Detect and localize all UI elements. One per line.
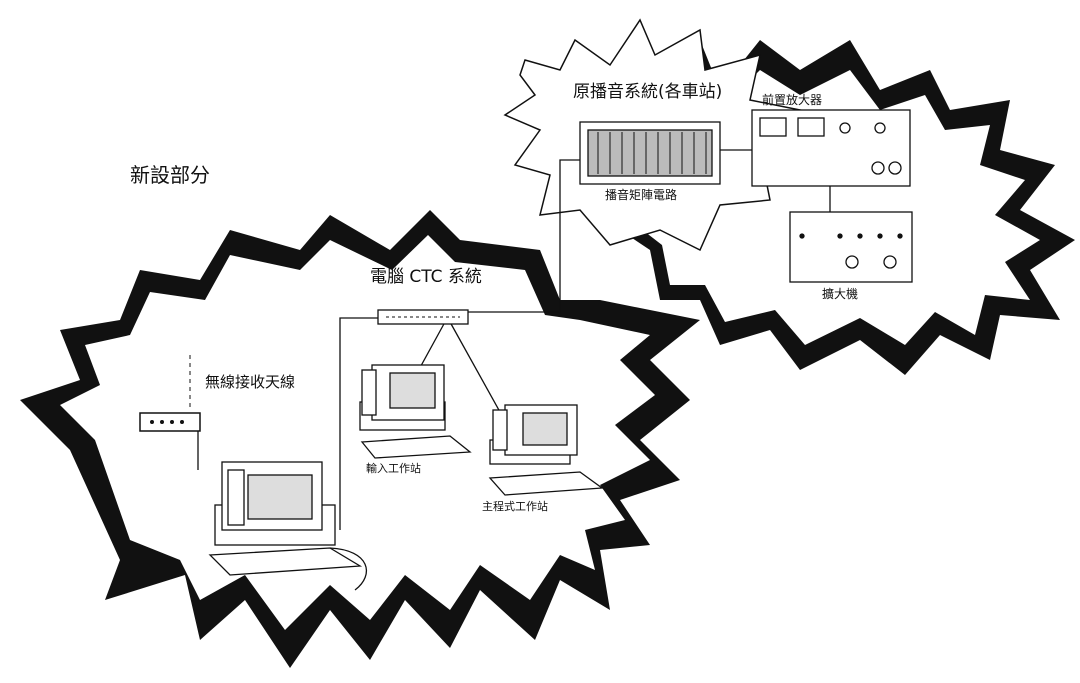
antenna-receiver <box>139 355 201 432</box>
broadcast-matrix-label: 播音矩陣電路 <box>605 187 677 202</box>
preamplifier-unit <box>751 109 911 187</box>
broadcast-system-label: 原播音系統(各車站) <box>573 82 722 102</box>
ctc-system-label: 電腦 CTC 系統 <box>370 267 482 287</box>
network-switch <box>377 309 469 325</box>
new-section-burst <box>20 210 700 668</box>
new-section-label: 新設部分 <box>130 163 210 187</box>
input-workstation <box>359 364 472 459</box>
amplifier-label: 擴大機 <box>822 286 858 301</box>
broadcast-matrix-rack <box>579 121 721 185</box>
program-workstation-label: 主程式工作站 <box>482 499 548 513</box>
amplifier-unit <box>789 211 913 283</box>
main-workstation <box>208 461 368 591</box>
preamplifier-label: 前置放大器 <box>762 92 822 107</box>
input-workstation-label: 輸入工作站 <box>366 461 421 475</box>
wireless-antenna-label: 無線接收天線 <box>205 373 295 391</box>
program-workstation <box>488 404 604 496</box>
